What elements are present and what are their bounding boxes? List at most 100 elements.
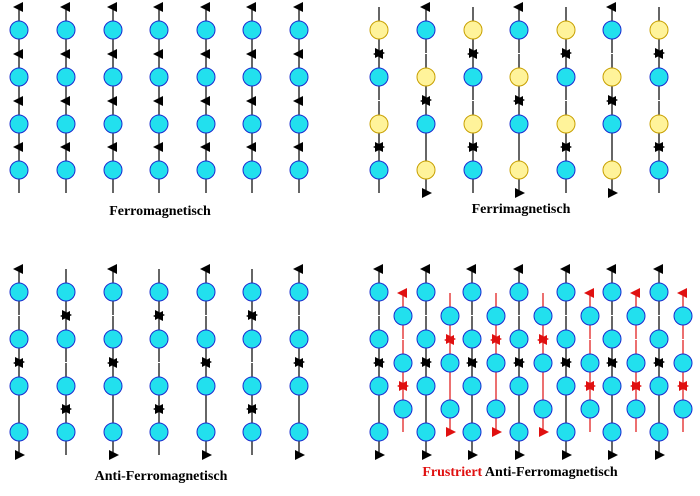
minority-spin-atom xyxy=(509,67,529,87)
atom xyxy=(462,282,482,302)
atom xyxy=(9,20,29,40)
atom xyxy=(602,329,622,349)
atom xyxy=(289,20,309,40)
atom xyxy=(416,282,436,302)
atom xyxy=(289,376,309,396)
caption-frustrated-antiferromagnetic: Frustriert Anti-Ferromagnetisch xyxy=(422,465,617,481)
atom xyxy=(289,160,309,180)
atom xyxy=(602,422,622,442)
frustrated-atom xyxy=(440,306,460,326)
caption-frustrated-rest: Anti-Ferromagnetisch xyxy=(482,465,618,480)
atom xyxy=(56,20,76,40)
atom xyxy=(602,114,622,134)
atom xyxy=(9,160,29,180)
atom xyxy=(416,114,436,134)
antiferromagnetic-lattice xyxy=(9,264,309,460)
atom xyxy=(289,282,309,302)
atom xyxy=(149,282,169,302)
atom xyxy=(56,67,76,87)
atom xyxy=(103,329,123,349)
atom xyxy=(602,20,622,40)
frustrated-atom xyxy=(626,399,646,419)
frustrated-atom xyxy=(626,306,646,326)
atom xyxy=(556,422,576,442)
atom xyxy=(56,422,76,442)
atom xyxy=(289,114,309,134)
atom xyxy=(9,422,29,442)
atom xyxy=(196,160,216,180)
atom xyxy=(9,67,29,87)
atom xyxy=(462,376,482,396)
atom xyxy=(56,160,76,180)
atom xyxy=(103,422,123,442)
atom xyxy=(103,114,123,134)
caption-ferrimagnetic: Ferrimagnetisch xyxy=(471,202,571,217)
atom xyxy=(149,329,169,349)
atom xyxy=(416,376,436,396)
atom xyxy=(649,376,669,396)
frustrated-atom xyxy=(393,399,413,419)
atom xyxy=(149,160,169,180)
caption-antiferromagnetic: Anti-Ferromagnetisch xyxy=(94,469,228,484)
atom xyxy=(9,329,29,349)
frustrated-atom xyxy=(673,353,693,373)
frustrated-atom xyxy=(580,306,600,326)
atom xyxy=(556,282,576,302)
minority-spin-atom xyxy=(556,114,576,134)
minority-spin-atom xyxy=(556,20,576,40)
frustrated-atom xyxy=(673,306,693,326)
frustrated-atom xyxy=(393,306,413,326)
atom xyxy=(509,422,529,442)
frustrated-atom xyxy=(673,399,693,419)
minority-spin-atom xyxy=(602,160,622,180)
atom xyxy=(149,67,169,87)
minority-spin-atom xyxy=(509,160,529,180)
atom xyxy=(149,20,169,40)
atom xyxy=(369,160,389,180)
atom xyxy=(242,20,262,40)
minority-spin-atom xyxy=(602,67,622,87)
caption-frustrated-word: Frustriert xyxy=(422,465,483,480)
atom xyxy=(103,160,123,180)
frustrated-atom xyxy=(393,353,413,373)
atom xyxy=(242,160,262,180)
minority-spin-atom xyxy=(416,67,436,87)
atom xyxy=(602,376,622,396)
minority-spin-atom xyxy=(463,114,483,134)
frustrated-atom xyxy=(580,399,600,419)
atom xyxy=(56,329,76,349)
atom xyxy=(9,282,29,302)
atom xyxy=(289,67,309,87)
ferrimagnetic-lattice xyxy=(369,2,669,198)
frustrated-atom xyxy=(533,399,553,419)
atom xyxy=(149,422,169,442)
frustrated-atom xyxy=(626,353,646,373)
atom xyxy=(103,67,123,87)
atom xyxy=(369,67,389,87)
atom xyxy=(56,282,76,302)
atom xyxy=(103,376,123,396)
caption-ferromagnetic: Ferromagnetisch xyxy=(109,204,211,219)
atom xyxy=(196,329,216,349)
minority-spin-atom xyxy=(416,160,436,180)
atom xyxy=(369,282,389,302)
atom xyxy=(196,20,216,40)
atom xyxy=(196,422,216,442)
atom xyxy=(369,376,389,396)
minority-spin-atom xyxy=(649,20,669,40)
minority-spin-atom xyxy=(463,20,483,40)
frustrated-atom xyxy=(533,306,553,326)
atom xyxy=(509,20,529,40)
minority-spin-atom xyxy=(649,114,669,134)
atom xyxy=(56,376,76,396)
atom xyxy=(463,67,483,87)
atom xyxy=(9,114,29,134)
atom xyxy=(369,422,389,442)
atom xyxy=(509,282,529,302)
atom xyxy=(463,160,483,180)
atom xyxy=(56,114,76,134)
atom xyxy=(369,329,389,349)
atom xyxy=(416,20,436,40)
atom xyxy=(242,282,262,302)
